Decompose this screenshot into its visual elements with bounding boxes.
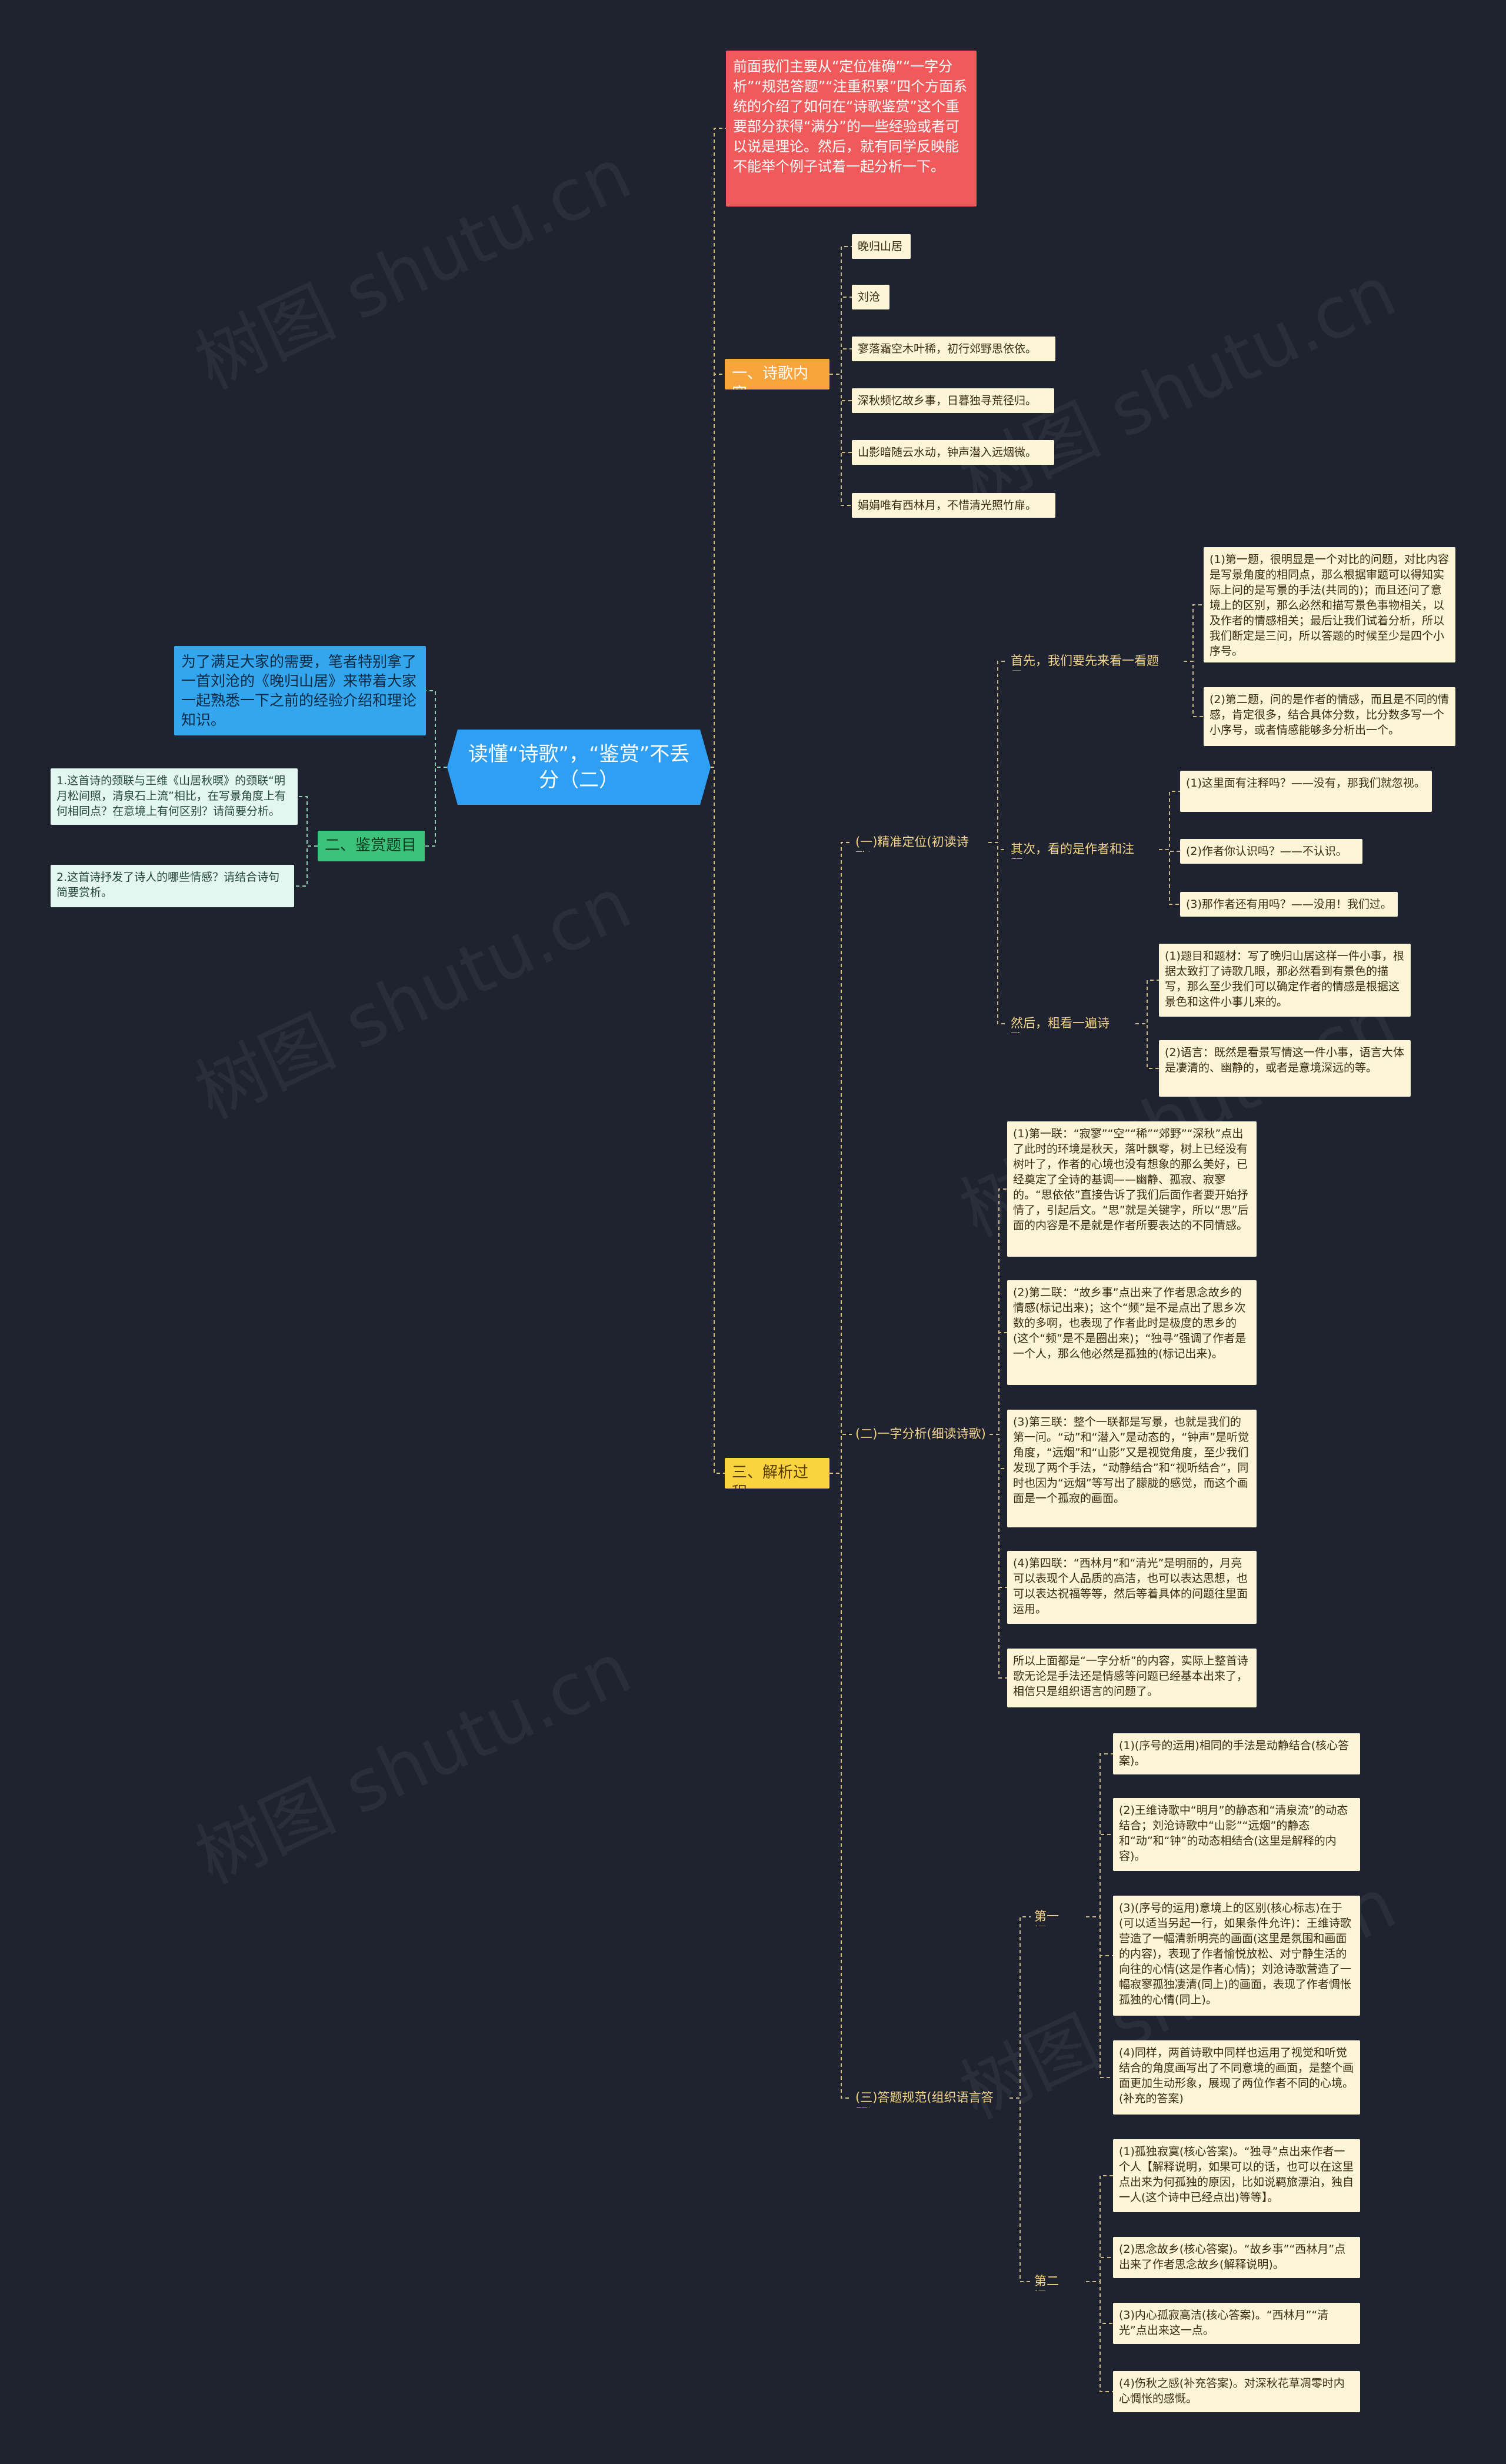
connector [1086, 2281, 1113, 2392]
analysis-item[interactable]: (1)题目和题材：写了晚归山居这样一件小事，根据太致打了诗歌几眼，那必然看到有景… [1159, 944, 1411, 1017]
connector [829, 348, 852, 375]
analysis-item[interactable]: (1)第一联：“寂寥”“空”“稀”“郊野”“深秋”点出了此时的环境是秋天，落叶飘… [1007, 1121, 1257, 1257]
answer-item[interactable]: (2)思念故乡(核心答案)。“故乡事”“西林月”点出来了作者思念故乡(解释说明)… [1113, 2237, 1360, 2278]
connector [989, 1188, 1007, 1435]
connector [829, 1473, 852, 2099]
group-title-first[interactable]: 首先，我们要先来看一看题目： [1011, 654, 1159, 671]
poem-line[interactable]: 晚归山居 [852, 234, 911, 259]
connector [711, 128, 726, 768]
answer-item[interactable]: (4)同样，两首诗歌中同样也运用了视觉和听觉结合的角度画写出了不同意境的画面，是… [1113, 2040, 1360, 2115]
left-intro-note[interactable]: 为了满足大家的需要，笔者特别拿了一首刘沧的《晚归山居》来带着大家一起熟悉一下之前… [174, 646, 426, 735]
connector [298, 796, 318, 847]
analysis-item[interactable]: (1)这里面有注释吗？——没有，那我们就忽视。 [1180, 771, 1432, 812]
connector [1086, 2257, 1113, 2282]
poem-line[interactable]: 娟娟唯有西林月，不惜清光照竹扉。 [852, 493, 1055, 518]
connector [989, 1434, 1007, 1679]
connector [1086, 1834, 1113, 1917]
root-topic[interactable]: 读懂“诗歌”，“鉴赏”不丢分（二） [447, 730, 711, 805]
connector [829, 374, 852, 506]
connector [829, 246, 852, 375]
connector [1086, 1753, 1113, 1917]
poem-line[interactable]: 深秋频忆故乡事，日暮独寻荒径归。 [852, 388, 1054, 413]
sub-precise-positioning[interactable]: (一)精准定位(初读诗歌) [855, 835, 969, 852]
connector [1159, 849, 1180, 905]
connector [426, 690, 447, 768]
answer-item[interactable]: (2)王维诗歌中“明月”的静态和“清泉流”的动态结合；刘沧诗歌中“山影”“远烟”… [1113, 1798, 1360, 1871]
connector [988, 842, 1007, 1024]
poem-line[interactable]: 山影暗随云水动，钟声潜入远烟微。 [852, 440, 1054, 465]
question-item[interactable]: 2.这首诗抒发了诗人的哪些情感？请结合诗句简要赏析。 [51, 865, 294, 907]
analysis-item[interactable]: (1)第一题，很明显是一个对比的问题，对比内容是写景角度的相同点，那么根据审题可… [1204, 547, 1455, 662]
question-item[interactable]: 1.这首诗的颈联与王维《山居秋暝》的颈联“明月松间照，清泉石上流”相比，在写景角… [51, 768, 298, 825]
question-two-label[interactable]: 第二问： [1034, 2274, 1059, 2291]
connector [989, 1332, 1007, 1435]
sub-word-analysis[interactable]: (二)一字分析(细读诗歌) [855, 1427, 986, 1441]
connector [829, 1434, 852, 1474]
analysis-item[interactable]: (2)作者你认识吗？——不认识。 [1180, 839, 1362, 864]
analysis-item[interactable]: 所以上面都是“一字分析”的内容，实际上整首诗歌无论是手法还是情感等问题已经基本出… [1007, 1649, 1257, 1707]
intro-note[interactable]: 前面我们主要从“定位准确”“一字分析”“规范答题”“注重积累”四个方面系统的介绍… [726, 51, 977, 207]
connector [294, 845, 318, 887]
branch-analysis[interactable]: 三、解析过程 [725, 1458, 829, 1489]
analysis-item[interactable]: (2)第二联：“故乡事”点出来了作者思念故乡的情感(标记出来)；这个“频”是不是… [1007, 1280, 1257, 1385]
branch-poem-content[interactable]: 一、诗歌内容 [725, 359, 829, 389]
connector [711, 374, 725, 768]
connector [425, 767, 447, 847]
analysis-item[interactable]: (3)第三联：整个一联都是写景，也就是我们的第一问。“动”和“潜入”是动态的，“… [1007, 1410, 1257, 1527]
connector [829, 842, 852, 1474]
connector [711, 767, 725, 1474]
poem-line[interactable]: 寥落霜空木叶稀，初行郊野思依依。 [852, 337, 1055, 361]
group-title-third[interactable]: 然后，粗看一遍诗歌： [1011, 1016, 1109, 1033]
answer-item[interactable]: (1)(序号的运用)相同的手法是动静结合(核心答案)。 [1113, 1733, 1360, 1774]
answer-item[interactable]: (1)孤独寂寞(核心答案)。“独寻”点出来作者一个人【解释说明，如果可以的话，也… [1113, 2139, 1360, 2212]
analysis-item[interactable]: (3)那作者还有用吗？——没用！我们过。 [1180, 892, 1398, 917]
connector [1009, 1916, 1031, 2099]
connector [1009, 2097, 1031, 2282]
connector [1086, 2175, 1113, 2282]
connector [1086, 1916, 1113, 2078]
analysis-item[interactable]: (2)第二题，问的是作者的情感，而且是不同的情感，肯定很多，结合具体分数，比分数… [1204, 687, 1455, 746]
analysis-item[interactable]: (4)第四联：“西林月”和“清光”是明丽的，月亮可以表现个人品质的高洁，也可以表… [1007, 1551, 1257, 1624]
poem-line[interactable]: 刘沧 [852, 285, 889, 309]
connector [988, 661, 1007, 843]
connector [1135, 1023, 1159, 1069]
group-title-second[interactable]: 其次，看的是作者和注释： [1011, 842, 1134, 859]
sub-answer-norms[interactable]: (三)答题规范(组织语言答题) [855, 2090, 994, 2107]
branch-questions[interactable]: 二、鉴赏题目 [318, 831, 425, 861]
answer-item[interactable]: (3)(序号的运用)意境上的区别(核心标志)在于(可以适当另起一行，如果条件允许… [1113, 1896, 1360, 2016]
root-label: 读懂“诗歌”，“鉴赏”不丢分（二） [468, 742, 690, 792]
connector [1135, 980, 1159, 1024]
connector [1159, 791, 1180, 850]
connector [829, 297, 852, 375]
connector [1184, 604, 1204, 662]
question-one-label[interactable]: 第一问： [1034, 1909, 1059, 1926]
analysis-item[interactable]: (2)语言：既然是看景写情这一件小事，语言大体是凄清的、幽静的，或者是意境深远的… [1159, 1040, 1411, 1097]
answer-item[interactable]: (3)内心孤寂高洁(核心答案)。“西林月”“清光”点出来这一点。 [1113, 2303, 1360, 2344]
answer-item[interactable]: (4)伤秋之感(补充答案)。对深秋花草凋零时内心惆怅的感慨。 [1113, 2371, 1360, 2412]
connector [1184, 661, 1204, 717]
